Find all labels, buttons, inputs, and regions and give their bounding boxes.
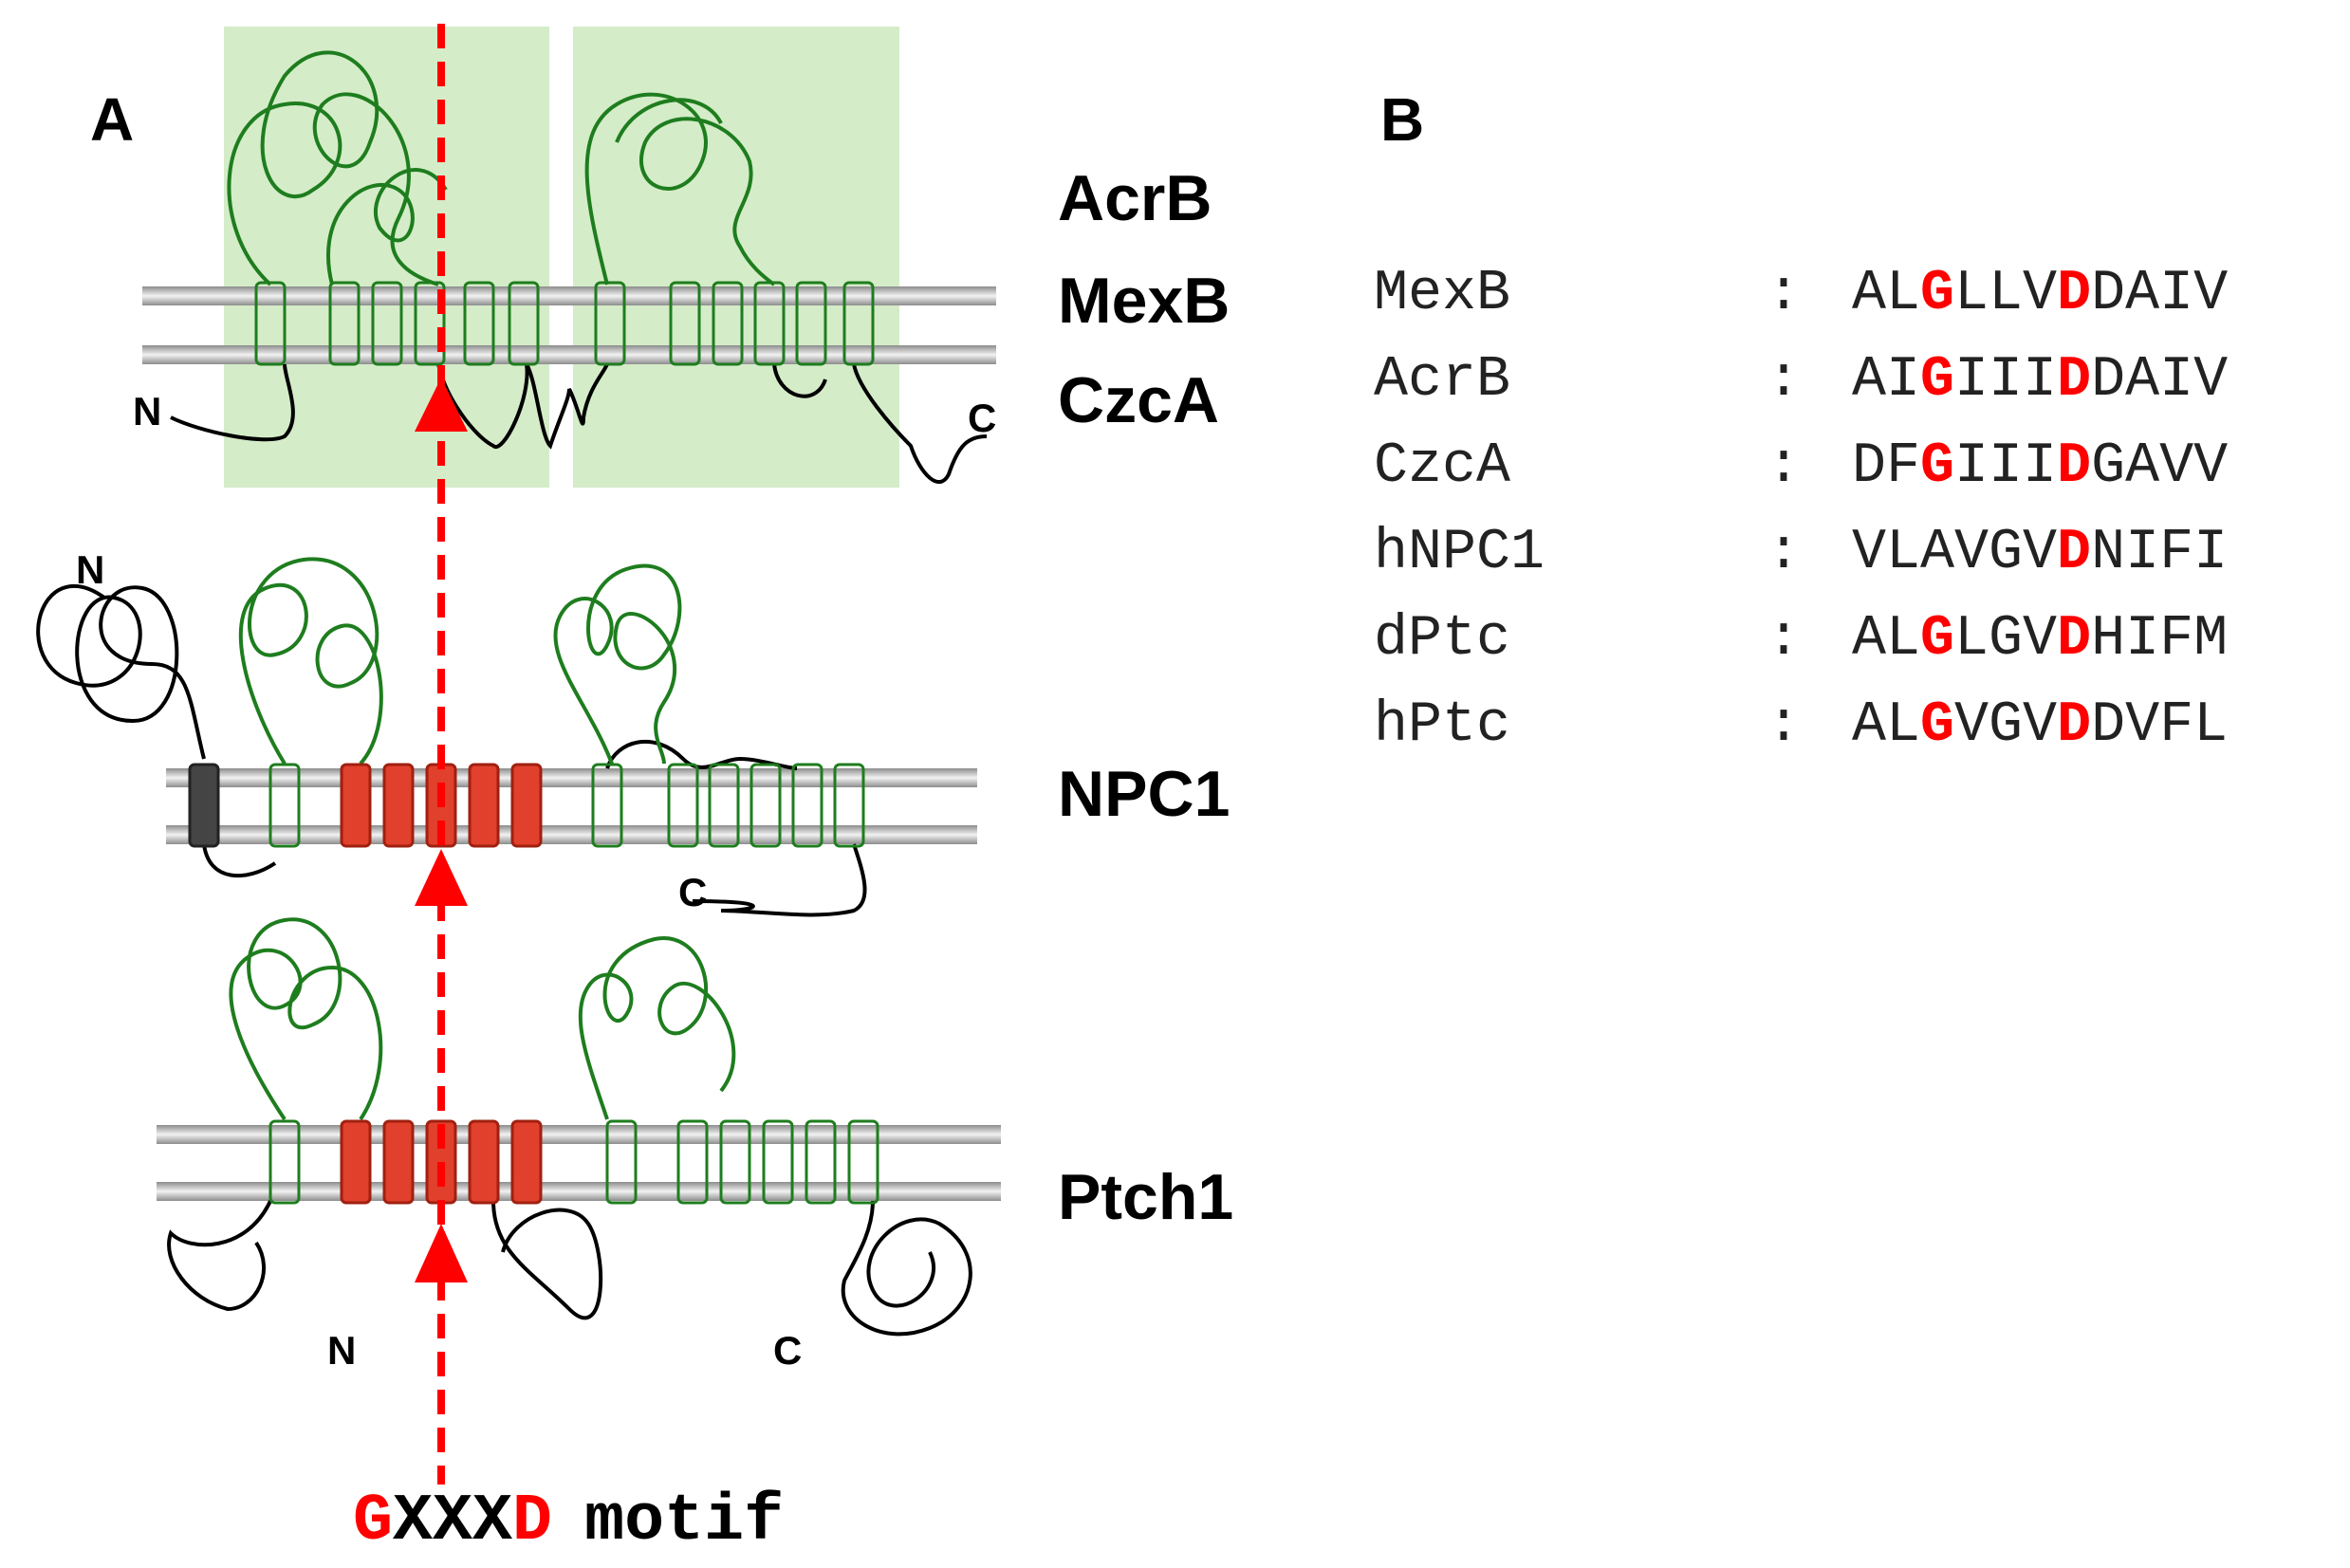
conserved-residue: D: [2057, 262, 2091, 326]
conserved-residue: G: [1920, 262, 1954, 326]
residue-segment: DVFL: [2091, 693, 2228, 758]
residue-segment: III: [1954, 434, 2057, 499]
sequence-residues: ALGLGVDHIFM: [1852, 607, 2228, 672]
sequence-residues: ALGVGVDDVFL: [1852, 693, 2228, 758]
ptch1-diagram: N C: [157, 917, 1001, 1373]
sequence-separator: :: [1767, 262, 1801, 326]
protein-label-czca: CzcA: [1058, 364, 1219, 436]
motif-arrow-1: [415, 378, 468, 432]
npc1-green-loops: [238, 557, 682, 766]
protein-label-mexb: MexB: [1058, 265, 1230, 337]
residue-segment: AL: [1852, 607, 1920, 672]
sequence-residues: VLAVGVDNIFI: [1852, 521, 2228, 585]
residue-segment: DAIV: [2091, 262, 2228, 326]
membrane-band-top: [166, 768, 977, 787]
residue-segment: HIFM: [2091, 607, 2228, 672]
membrane-band-bottom: [142, 345, 996, 364]
rnd-transporter-diagram: N C: [133, 27, 996, 488]
membrane-band-top: [142, 286, 996, 305]
ptch1-green-loops: [229, 917, 736, 1121]
conserved-residue: D: [2057, 607, 2091, 672]
ptch1-green-helices: [268, 1119, 879, 1205]
n-terminus-label-3: N: [327, 1328, 356, 1373]
residue-segment: DF: [1852, 434, 1920, 499]
ptch1-sterol-sensing-helices: [340, 1119, 543, 1205]
motif-word: motif: [584, 1485, 784, 1559]
sequence-name: CzcA: [1374, 434, 1510, 499]
sequence-separator: :: [1767, 607, 1801, 672]
alignment-row: hNPC1: VLAVGVDNIFI: [1374, 521, 2228, 585]
protein-label-ptch1: Ptch1: [1058, 1161, 1233, 1233]
tm-helix-dark: [188, 763, 220, 848]
panel-a-label: A: [90, 85, 134, 154]
conserved-residue: D: [2057, 434, 2091, 499]
residue-segment: AL: [1852, 693, 1920, 758]
sequence-name: hNPC1: [1374, 521, 1545, 585]
residue-segment: III: [1954, 348, 2057, 413]
conserved-residue: G: [1920, 693, 1954, 758]
motif-g: G: [353, 1485, 393, 1559]
residue-segment: LLV: [1954, 262, 2057, 326]
npc1-diagram: N C: [36, 547, 977, 917]
motif-arrow-3: [415, 1224, 468, 1282]
protein-label-npc1: NPC1: [1058, 758, 1230, 830]
green-loops: [227, 50, 776, 286]
sequence-name: dPtc: [1374, 607, 1510, 672]
conserved-residue: D: [2057, 521, 2091, 585]
sequence-separator: :: [1767, 521, 1801, 585]
gxxxd-motif-indicator: [415, 24, 468, 1485]
sequence-residues: DFGIIIDGAVV: [1852, 434, 2228, 499]
alignment-row: CzcA: DFGIIIDGAVV: [1374, 434, 2228, 499]
motif-d: D: [512, 1485, 552, 1559]
c-terminus-label-2: C: [678, 870, 707, 914]
sequence-name: hPtc: [1374, 693, 1510, 758]
membrane-band-bottom: [157, 1182, 1001, 1201]
residue-segment: LGV: [1954, 607, 2057, 672]
motif-arrow-2: [415, 849, 468, 906]
conserved-residue: D: [2057, 693, 2091, 758]
n-terminal-domain-loops: [36, 583, 867, 917]
residue-segment: VGV: [1954, 693, 2057, 758]
protein-label-acrb: AcrB: [1058, 162, 1212, 234]
alignment-row: dPtc: ALGLGVDHIFM: [1374, 607, 2228, 672]
periplasmic-domain-shading-1: [224, 27, 549, 488]
alignment-row: AcrB: AIGIIIDDAIV: [1374, 348, 2228, 413]
sequence-name: MexB: [1374, 262, 1510, 326]
residue-segment: VLAVGV: [1852, 521, 2057, 585]
sequence-separator: :: [1767, 434, 1801, 499]
sequence-alignment: MexB:ALGLLVDDAIVAcrB:AIGIIIDDAIVCzcA:DFG…: [1374, 262, 2228, 758]
npc1-green-helices: [268, 763, 865, 848]
n-terminus-label-1: N: [133, 389, 161, 434]
motif-xxx: XXX: [393, 1485, 512, 1559]
sequence-residues: ALGLLVDDAIV: [1852, 262, 2228, 326]
sequence-separator: :: [1767, 693, 1801, 758]
conserved-residue: G: [1920, 348, 1954, 413]
conserved-residue: G: [1920, 434, 1954, 499]
membrane-band-bottom: [166, 825, 977, 844]
membrane-band-top: [157, 1125, 1001, 1144]
black-loops: [170, 362, 988, 484]
residue-segment: GAVV: [2091, 434, 2228, 499]
alignment-row: hPtc: ALGVGVDDVFL: [1374, 693, 2228, 758]
residue-segment: AI: [1852, 348, 1920, 413]
tm-helices: [254, 281, 875, 366]
panel-b-label: B: [1380, 85, 1424, 154]
sequence-residues: AIGIIIDDAIV: [1852, 348, 2228, 413]
residue-segment: NIFI: [2091, 521, 2228, 585]
periplasmic-domain-shading-2: [573, 27, 899, 488]
sterol-sensing-domain-helices: [340, 763, 543, 848]
conserved-residue: G: [1920, 607, 1954, 672]
sequence-name: AcrB: [1374, 348, 1510, 413]
ptch1-black-loops: [167, 1200, 972, 1337]
conserved-residue: D: [2057, 348, 2091, 413]
residue-segment: AL: [1852, 262, 1920, 326]
c-terminus-label-3: C: [773, 1328, 802, 1373]
residue-segment: DAIV: [2091, 348, 2228, 413]
n-terminus-label-2: N: [76, 547, 104, 592]
alignment-row: MexB: ALGLLVDDAIV: [1374, 262, 2228, 326]
c-terminus-label-1: C: [968, 396, 996, 440]
sequence-separator: :: [1767, 348, 1801, 413]
